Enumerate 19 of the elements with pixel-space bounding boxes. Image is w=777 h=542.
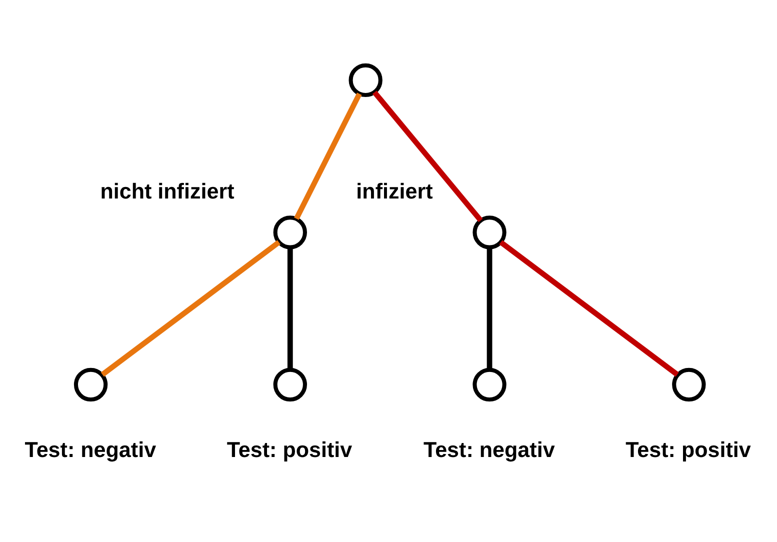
node-circle [472, 215, 506, 249]
connector [499, 240, 679, 376]
node-label: Test: positiv [626, 436, 751, 462]
node-circle [472, 367, 506, 401]
connector [100, 240, 280, 376]
node-circle [348, 62, 382, 97]
node-label: Test: negativ [24, 436, 156, 462]
node-circle [672, 367, 706, 401]
node-circle [273, 367, 307, 401]
node-label: Test: negativ [424, 436, 555, 462]
connector [486, 247, 492, 370]
node-circle [74, 367, 108, 401]
node-label: infiziert [356, 178, 433, 203]
node-label: nicht infiziert [100, 178, 234, 203]
node-circle [273, 215, 307, 249]
connector [294, 92, 362, 220]
connector [372, 90, 483, 222]
node-label: Test: positiv [226, 436, 352, 462]
connector [287, 247, 293, 370]
